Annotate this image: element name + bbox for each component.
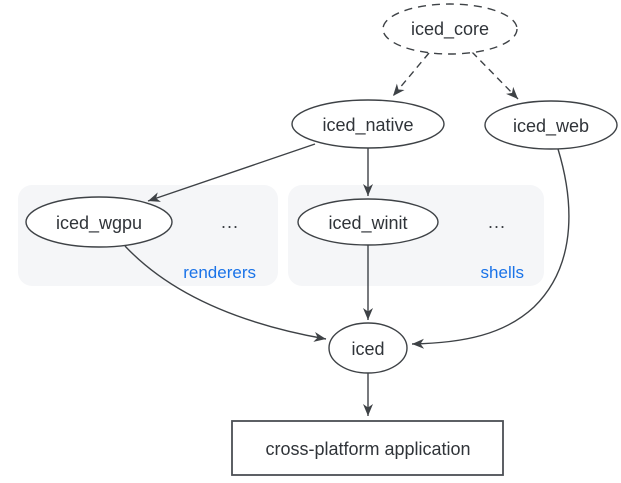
node-iced-winit: iced_winit bbox=[297, 198, 439, 246]
node-iced-web: iced_web bbox=[484, 100, 618, 150]
iced-web-ellipse bbox=[484, 100, 618, 150]
iced-core-ellipse bbox=[382, 3, 518, 55]
renderers-ellipsis: ... bbox=[221, 212, 239, 232]
iced-native-label: iced_native bbox=[322, 115, 413, 136]
edge-web-to-iced bbox=[411, 148, 570, 349]
shells-group-label: shells bbox=[481, 263, 524, 282]
iced-core-label: iced_core bbox=[411, 19, 489, 40]
iced-wgpu-label: iced_wgpu bbox=[56, 213, 142, 234]
iced-wgpu-ellipse bbox=[25, 196, 173, 248]
iced-label: iced bbox=[351, 339, 384, 359]
node-application: cross-platform application bbox=[231, 420, 504, 476]
node-iced-native: iced_native bbox=[291, 99, 445, 149]
node-iced-core: iced_core bbox=[382, 3, 518, 55]
edge-core-to-native bbox=[392, 52, 430, 97]
edge-native-to-wgpu bbox=[147, 143, 316, 202]
edges bbox=[124, 51, 570, 416]
application-label: cross-platform application bbox=[265, 439, 470, 459]
iced-native-ellipse bbox=[291, 99, 445, 149]
renderers-group-label: renderers bbox=[183, 263, 256, 282]
application-box bbox=[231, 420, 504, 476]
iced-web-label: iced_web bbox=[513, 116, 589, 137]
iced-winit-ellipse bbox=[297, 198, 439, 246]
node-iced: iced bbox=[328, 322, 408, 374]
shells-ellipsis: ... bbox=[488, 212, 506, 232]
iced-ellipse bbox=[328, 322, 408, 374]
iced-winit-label: iced_winit bbox=[328, 213, 407, 234]
edge-wgpu-to-iced bbox=[124, 245, 327, 342]
node-iced-wgpu: iced_wgpu bbox=[25, 196, 173, 248]
edge-core-to-web bbox=[471, 51, 519, 100]
